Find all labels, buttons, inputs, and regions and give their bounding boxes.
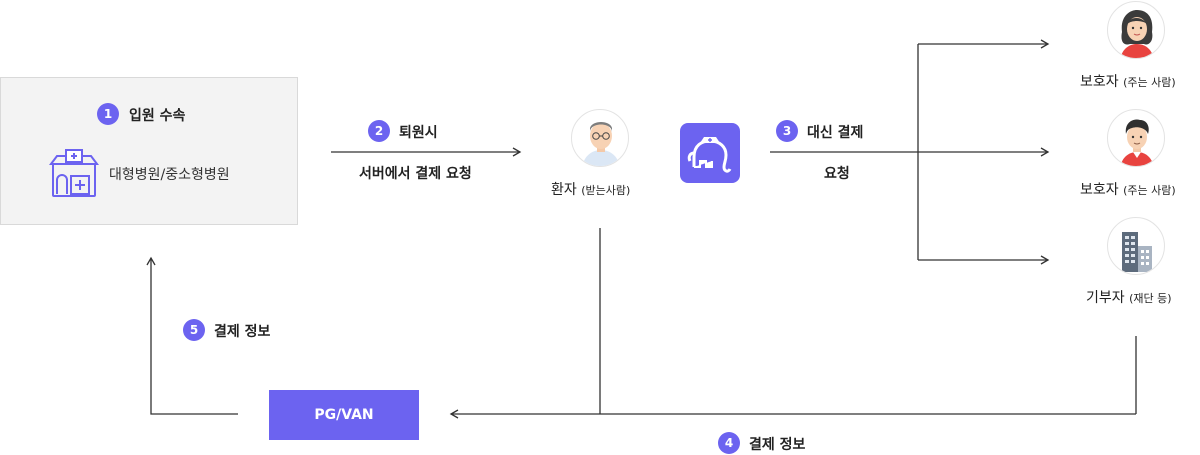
donor-label-main: 기부자 [1086,290,1125,306]
patient-label: 환자 (받는사람) [551,179,630,199]
step-5-label: 결제 정보 [214,324,271,340]
arrow-payment-info-to-hospital [146,256,238,415]
step-4-label: 결제 정보 [749,437,806,453]
male-guardian-avatar [1107,109,1165,167]
hospital-box [0,77,298,225]
guardian-2-label-main: 보호자 [1080,182,1119,198]
step-3-label: 대신 결제 [807,125,864,141]
step-1-badge: 1 [97,103,119,125]
patient-avatar [571,109,629,167]
patient-label-main: 환자 [551,182,577,198]
step-2-label: 퇴원시 [399,125,438,141]
step-4-badge: 4 [718,432,740,454]
building-icon [1107,217,1165,275]
patient-label-sub: (받는사람) [581,184,631,197]
step-3-badge: 3 [776,120,798,142]
donor-label-sub: (재단 등) [1129,292,1172,305]
step-1-label: 입원 수속 [129,108,186,124]
step-5-badge: 5 [183,319,205,341]
step-3-sub: 요청 [824,166,850,182]
step-2-sub: 서버에서 결제 요청 [359,166,472,182]
step-2-badge: 2 [368,120,390,142]
donor-label: 기부자 (재단 등) [1086,287,1172,307]
hospital-name: 대형병원/중소형병원 [109,167,230,183]
guardian-1-label-sub: (주는 사람) [1123,76,1176,89]
female-guardian-avatar [1107,1,1165,59]
pg-van-box: PG/VAN [269,390,419,440]
guardian-1-label: 보호자 (주는 사람) [1080,71,1176,91]
guardian-1-label-main: 보호자 [1080,74,1119,90]
guardian-2-label: 보호자 (주는 사람) [1080,179,1176,199]
guardian-2-label-sub: (주는 사람) [1123,184,1176,197]
elephant-nurse-icon [680,123,740,183]
hospital-icon [49,148,99,198]
